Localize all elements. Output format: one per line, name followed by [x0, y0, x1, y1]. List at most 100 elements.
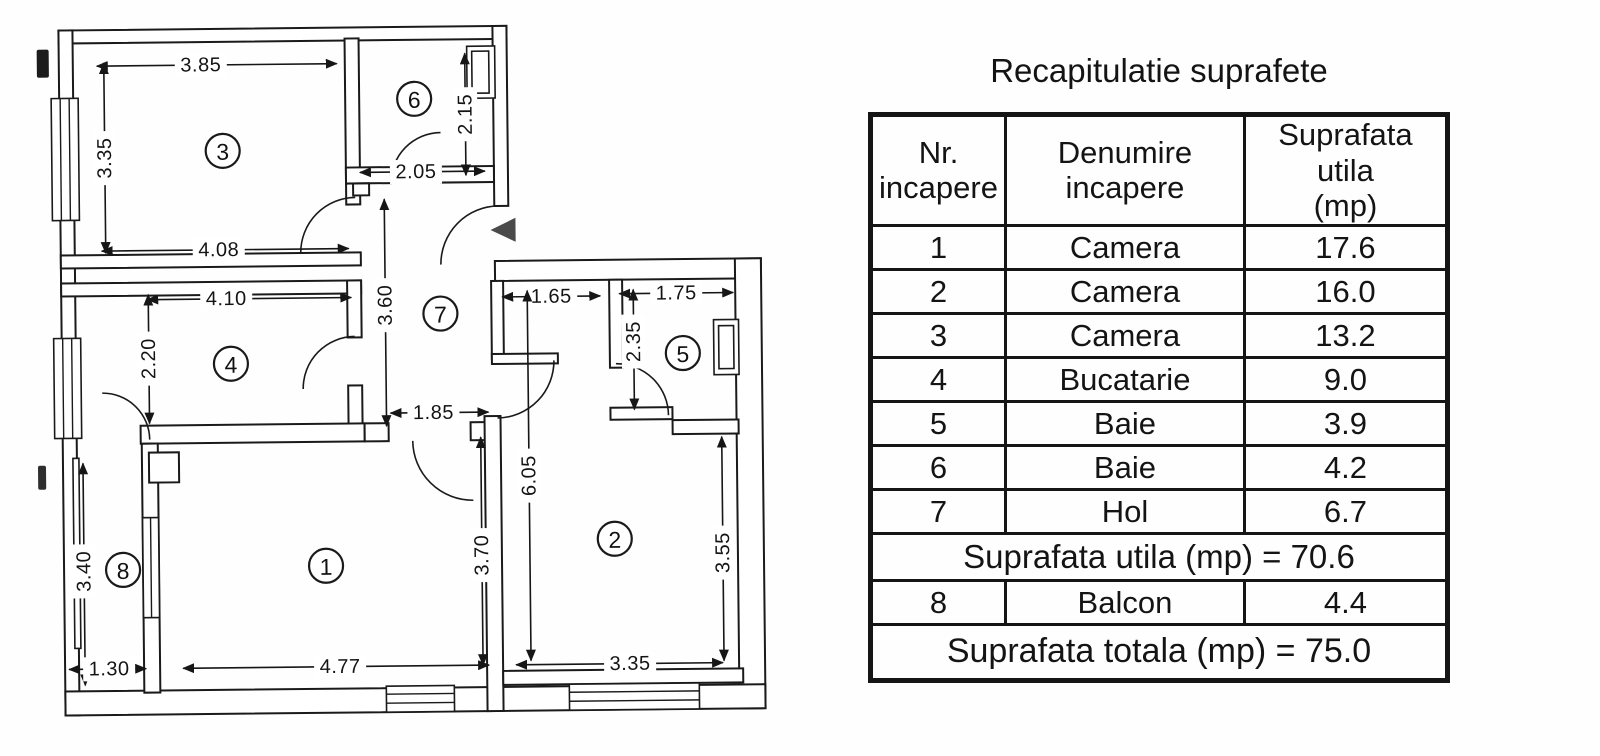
dimension-text: 2.05 [395, 161, 436, 183]
room-number-2: 2 [596, 520, 633, 557]
subtotal-label: Suprafata utila (mp) = 70.6 [869, 531, 1449, 582]
dimension-text: 3.40 [73, 551, 95, 592]
wall-segment [343, 37, 362, 206]
row-number: 1 [868, 223, 1008, 271]
room-name: Camera [1004, 223, 1246, 271]
room-number-text: 8 [117, 558, 130, 584]
dimension-text: 4.10 [206, 288, 247, 310]
wall-segment [344, 166, 393, 185]
col-header-area: Suprafata utila(mp) [1242, 113, 1450, 227]
room-number-1: 1 [307, 547, 345, 584]
room-name: Camera [1004, 311, 1246, 359]
wall-segment [671, 418, 740, 436]
room-area: 9.0 [1242, 355, 1450, 403]
dimension-4.10: 4.10 [146, 286, 353, 312]
wall-segment [493, 257, 763, 283]
dimension-1.75: 1.75 [618, 280, 735, 306]
wall-segment [733, 257, 767, 710]
dimension-text: 3.60 [374, 285, 396, 326]
dimension-text: 4.77 [320, 656, 361, 678]
balcony-row: 8 Balcon 4.4 [868, 578, 1450, 626]
outer-walls [57, 24, 767, 717]
room-number-text: 2 [608, 527, 621, 553]
dimension-text: 1.30 [89, 658, 130, 680]
window-inner [717, 324, 735, 370]
room-area: 4.2 [1242, 443, 1450, 491]
entrance-door-arc [440, 205, 499, 265]
room-name: Camera [1004, 267, 1246, 315]
wall-block [147, 451, 181, 484]
room-number-3: 3 [204, 132, 241, 169]
dimension-text: 6.05 [518, 455, 540, 496]
window-icon [52, 337, 83, 440]
dimension-3.40: 3.40 [71, 462, 97, 687]
dimension-3.35: 3.35 [92, 62, 118, 255]
wall-segment [490, 279, 505, 361]
dimension-text: 2.15 [454, 94, 476, 135]
dimension-text: 3.70 [471, 535, 493, 576]
scan-artifact [36, 49, 49, 78]
subtotal-row: Suprafata utila (mp) = 70.6 [869, 531, 1449, 582]
dimension-text: 3.35 [94, 137, 116, 178]
dimension-1.65: 1.65 [501, 284, 602, 309]
wall-segment [363, 422, 390, 443]
dimension-6.05: 6.05 [516, 289, 542, 662]
room-numbers: 1 2 3 4 5 6 7 8 [104, 80, 701, 589]
dimension-4.77: 4.77 [182, 654, 491, 679]
dimension-text: 4.08 [198, 239, 239, 261]
dimension-3.55: 3.55 [710, 435, 736, 662]
room-number-text: 5 [676, 341, 689, 367]
row-number: 8 [868, 578, 1008, 626]
dimension-2.05: 2.05 [358, 159, 486, 185]
room-number-4: 4 [212, 345, 250, 382]
wall-segment [490, 352, 559, 366]
dimension-text: 1.65 [531, 285, 572, 307]
col-header-nr: Nr.incapere [868, 113, 1008, 227]
windows [50, 45, 740, 713]
row-number: 4 [868, 355, 1008, 403]
dimension-2.15: 2.15 [453, 52, 478, 177]
room-number-text: 4 [224, 352, 237, 378]
row-number: 2 [868, 267, 1008, 315]
room-number-text: 7 [434, 302, 447, 328]
total-row: Suprafata totala (mp) = 75.0 [869, 622, 1449, 682]
dimension-3.35: 3.35 [515, 651, 725, 676]
room-number-6: 6 [396, 80, 433, 117]
door-jamb [352, 182, 371, 197]
entrance-arrow-icon [490, 217, 516, 242]
dimension-3.60: 3.60 [373, 198, 398, 428]
row-number: 7 [868, 487, 1008, 535]
room-name: Bucatarie [1004, 355, 1246, 403]
dimension-text: 2.35 [623, 321, 645, 362]
door-arc [497, 360, 555, 419]
room-number-7: 7 [422, 295, 459, 332]
wall-segment [491, 24, 510, 208]
room-area: 17.6 [1242, 223, 1450, 271]
dimension-text: 3.55 [712, 532, 734, 573]
window-icon [50, 97, 81, 222]
floorplan-drawing: 3.853.354.082.152.054.102.203.601.851.65… [36, 24, 767, 717]
room-name: Baie [1004, 399, 1246, 447]
room-number-text: 6 [408, 87, 421, 113]
window-icon [568, 682, 701, 712]
dimension-text: 1.85 [413, 402, 454, 424]
door-arc [102, 392, 151, 440]
row-number: 5 [868, 399, 1008, 447]
dimension-2.35: 2.35 [621, 288, 646, 411]
dimension-text: 2.20 [138, 338, 160, 379]
room-name: Hol [1004, 487, 1246, 535]
total-label: Suprafata totala (mp) = 75.0 [869, 622, 1449, 682]
dimension-2.20: 2.20 [136, 293, 162, 425]
room-area: 3.9 [1242, 399, 1450, 447]
dimension-text: 3.35 [610, 653, 651, 675]
